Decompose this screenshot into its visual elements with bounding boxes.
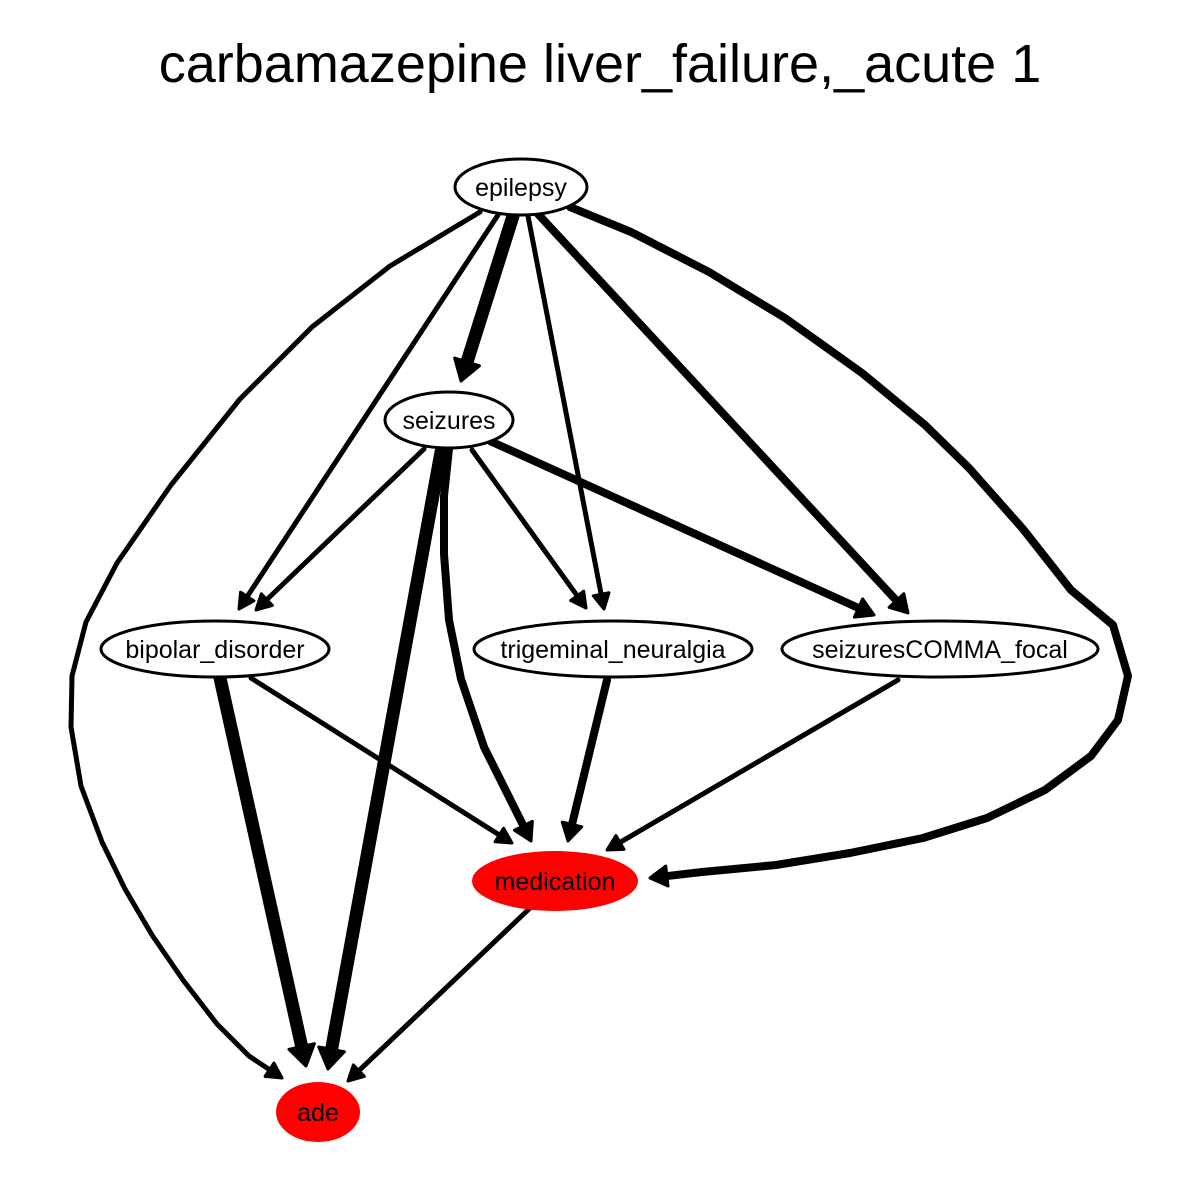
node-ellipse [276, 1082, 360, 1142]
edge-bipolar_disorder-to-ade [213, 671, 316, 1068]
edge-arrowhead [605, 834, 626, 852]
node-label: bipolar_disorder [125, 636, 304, 664]
edge-arrowhead [287, 1042, 316, 1068]
node-label: ade [297, 1099, 339, 1127]
edge-bipolar_disorder-to-medication [248, 675, 514, 845]
node-trigeminal_neuralgia: trigeminal_neuralgia [472, 619, 754, 679]
node-label: medication [495, 868, 616, 896]
edge-line [566, 203, 1132, 881]
edge-line [469, 447, 580, 599]
nodes-layer: epilepsy seizures bipolar_disorder trigemin… [99, 157, 1100, 1142]
edge-line [460, 209, 520, 369]
node-ellipse [472, 619, 754, 679]
edge-line [525, 213, 604, 597]
node-label: epilepsy [475, 174, 567, 202]
node-ade: ade [276, 1082, 360, 1142]
edge-epilepsy-to-seizuresCOMMA_focal [534, 210, 910, 615]
edge-arrowhead [512, 819, 534, 843]
edge-line [534, 210, 901, 605]
edge-arrowhead [887, 592, 910, 615]
edge-line [248, 675, 502, 838]
edge-arrowhead [453, 356, 481, 383]
edge-arrowhead [560, 820, 584, 843]
graph-title: carbamazepine liver_failure,_acute 1 [159, 34, 1042, 94]
edge-line [356, 906, 532, 1074]
edge-arrowhead [254, 592, 274, 612]
node-label: seizures [402, 407, 495, 435]
node-label: trigeminal_neuralgia [500, 636, 725, 664]
edge-seizures-to-medication [440, 445, 534, 843]
edge-epilepsy-to-medication [566, 203, 1132, 888]
node-medication: medication [472, 851, 638, 911]
edge-arrowhead [237, 590, 256, 611]
edge-arrowhead [591, 591, 611, 611]
edge-epilepsy-to-seizures [453, 209, 520, 383]
edge-medication-to-ade [346, 906, 532, 1083]
edge-epilepsy-to-bipolar_disorder [237, 212, 501, 611]
node-seizures: seizures [383, 390, 515, 450]
edge-line [264, 446, 427, 603]
edge-arrowhead [493, 826, 514, 845]
edge-line [568, 676, 611, 829]
node-ellipse [472, 851, 638, 911]
edge-line [325, 445, 448, 1056]
edge-arrowhead [852, 597, 876, 619]
edge-arrowhead [346, 1063, 366, 1083]
edge-trigeminal_neuralgia-to-medication [560, 676, 611, 843]
node-ellipse [780, 619, 1100, 679]
node-ellipse [383, 390, 515, 450]
edge-arrowhead [648, 864, 670, 888]
node-seizuresCOMMA_focal: seizuresCOMMA_focal [780, 619, 1100, 679]
edge-line [244, 212, 501, 599]
edge-seizures-to-seizuresCOMMA_focal [486, 437, 876, 619]
edge-seizuresCOMMA_focal-to-medication [605, 677, 901, 852]
edges-layer [68, 203, 1132, 1083]
node-ellipse [99, 619, 331, 679]
node-label: seizuresCOMMA_focal [812, 636, 1068, 664]
node-ellipse [453, 157, 589, 217]
edge-seizures-to-trigeminal_neuralgia [469, 447, 588, 610]
edge-arrowhead [569, 589, 588, 610]
edge-line [486, 437, 863, 612]
edge-line [68, 209, 483, 1073]
edge-line [617, 677, 901, 845]
edge-arrowhead [263, 1061, 284, 1080]
edge-arrowhead [317, 1045, 346, 1071]
edge-line [440, 445, 528, 830]
node-epilepsy: epilepsy [453, 157, 589, 217]
edge-seizures-to-ade [317, 445, 448, 1071]
edge-seizures-to-bipolar_disorder [254, 446, 427, 612]
node-bipolar_disorder: bipolar_disorder [99, 619, 331, 679]
edge-line [213, 671, 309, 1053]
edge-epilepsy-to-ade [68, 209, 483, 1080]
edge-epilepsy-to-trigeminal_neuralgia [525, 213, 611, 611]
